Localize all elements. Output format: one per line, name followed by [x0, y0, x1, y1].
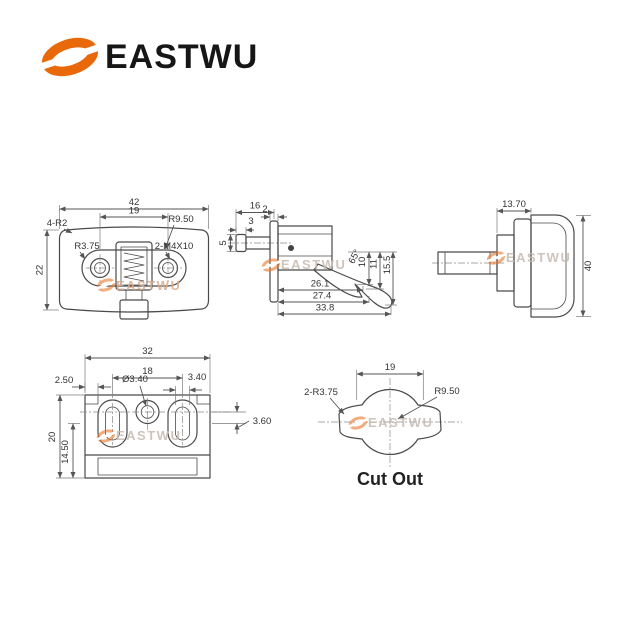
- brand-logo: EASTWU: [40, 33, 258, 81]
- dim-side-hook-d2: 11: [369, 259, 380, 269]
- dim-bottom-slot-spacing: 18: [142, 366, 153, 377]
- side-pivot: [288, 245, 294, 251]
- dim-bottom-line-offset: 3.60: [253, 416, 272, 427]
- front-body-outline: [58, 226, 210, 313]
- dim-cutout-notch-radius: 2-R3.75: [304, 387, 338, 398]
- dim-side-hook-d3: 15.5: [382, 256, 393, 275]
- watermark-text: EASTWU: [281, 257, 346, 272]
- front-view: 42 19 R9.50 4-R2 R3.75 2-M4X10 22 EASTWU: [35, 197, 210, 320]
- dim-front-corner-radius: 4-R2: [47, 218, 68, 229]
- watermark-text: EASTWU: [116, 428, 181, 443]
- bottom-slot-right: [167, 399, 198, 448]
- dim-bottom-width: 32: [142, 346, 153, 357]
- dim-bottom-height: 20: [47, 432, 58, 443]
- dim-side-len3: 33.8: [316, 303, 335, 314]
- watermark-swoosh-icon: [95, 276, 117, 294]
- rear-view: 13.70 40 EASTWU: [432, 199, 594, 318]
- dim-bottom-slot-width: 3.40: [188, 372, 207, 383]
- dim-side-pin-head: 3: [248, 216, 253, 227]
- watermark-swoosh-icon: [260, 256, 282, 274]
- bottom-slot-left: [97, 399, 128, 448]
- dim-front-width: 42: [129, 197, 140, 208]
- brand-swoosh-icon: [40, 37, 100, 77]
- dim-side-pin-height: 5: [218, 240, 229, 245]
- cutout-view: 19 2-R3.75 R9.50 Cut Out EASTWU: [304, 362, 462, 489]
- dim-cutout-notch-spacing: 19: [385, 362, 396, 373]
- dim-bottom-lower-height: 14.50: [60, 440, 71, 464]
- watermark-text: EASTWU: [506, 250, 571, 265]
- watermark-swoosh-icon: [347, 414, 369, 432]
- front-slot-stadium: [81, 249, 187, 287]
- dim-side-hook-d1: 10: [357, 257, 368, 268]
- front-latch-tab: [119, 299, 149, 320]
- dim-side-flange: 2: [262, 204, 267, 215]
- front-spring: [123, 252, 145, 282]
- brand-name: EASTWU: [105, 37, 259, 76]
- front-latch-inner: [120, 246, 148, 286]
- side-view: 16 2 3 5 26.1 27.4 33.8: [218, 201, 397, 317]
- dim-side-len1: 26.1: [311, 279, 330, 290]
- dim-front-slot-radius: R3.75: [74, 241, 99, 252]
- dim-front-screw-spec: 2-M4X10: [155, 241, 194, 252]
- dim-front-hole-spacing: 19: [129, 206, 140, 217]
- side-body: [277, 225, 333, 271]
- dim-side-len2: 27.4: [313, 291, 332, 302]
- rear-dome: [530, 214, 575, 318]
- dim-rear-depth: 13.70: [502, 199, 526, 210]
- cutout-shape: [338, 388, 442, 456]
- dim-rear-height: 40: [583, 261, 594, 272]
- cutout-title: Cut Out: [357, 469, 423, 489]
- dim-bottom-hole-dia: Ø3.40: [122, 374, 148, 385]
- bottom-body: [84, 394, 211, 479]
- watermark-swoosh-icon: [95, 427, 117, 445]
- dim-side-depth: 16: [250, 201, 261, 212]
- watermark-text: EASTWU: [368, 415, 433, 430]
- rear-dome-inner: [530, 222, 567, 310]
- bottom-view: 32 18 2.50 Ø3.40 3.40 3.60: [47, 346, 272, 479]
- watermark-text: EASTWU: [116, 278, 181, 293]
- dim-front-height: 22: [35, 265, 46, 276]
- dim-bottom-edge-offset: 2.50: [55, 375, 74, 386]
- bottom-tray: [97, 457, 198, 476]
- dim-cutout-radius: R9.50: [434, 386, 459, 397]
- dim-front-radius-top: R9.50: [168, 214, 193, 225]
